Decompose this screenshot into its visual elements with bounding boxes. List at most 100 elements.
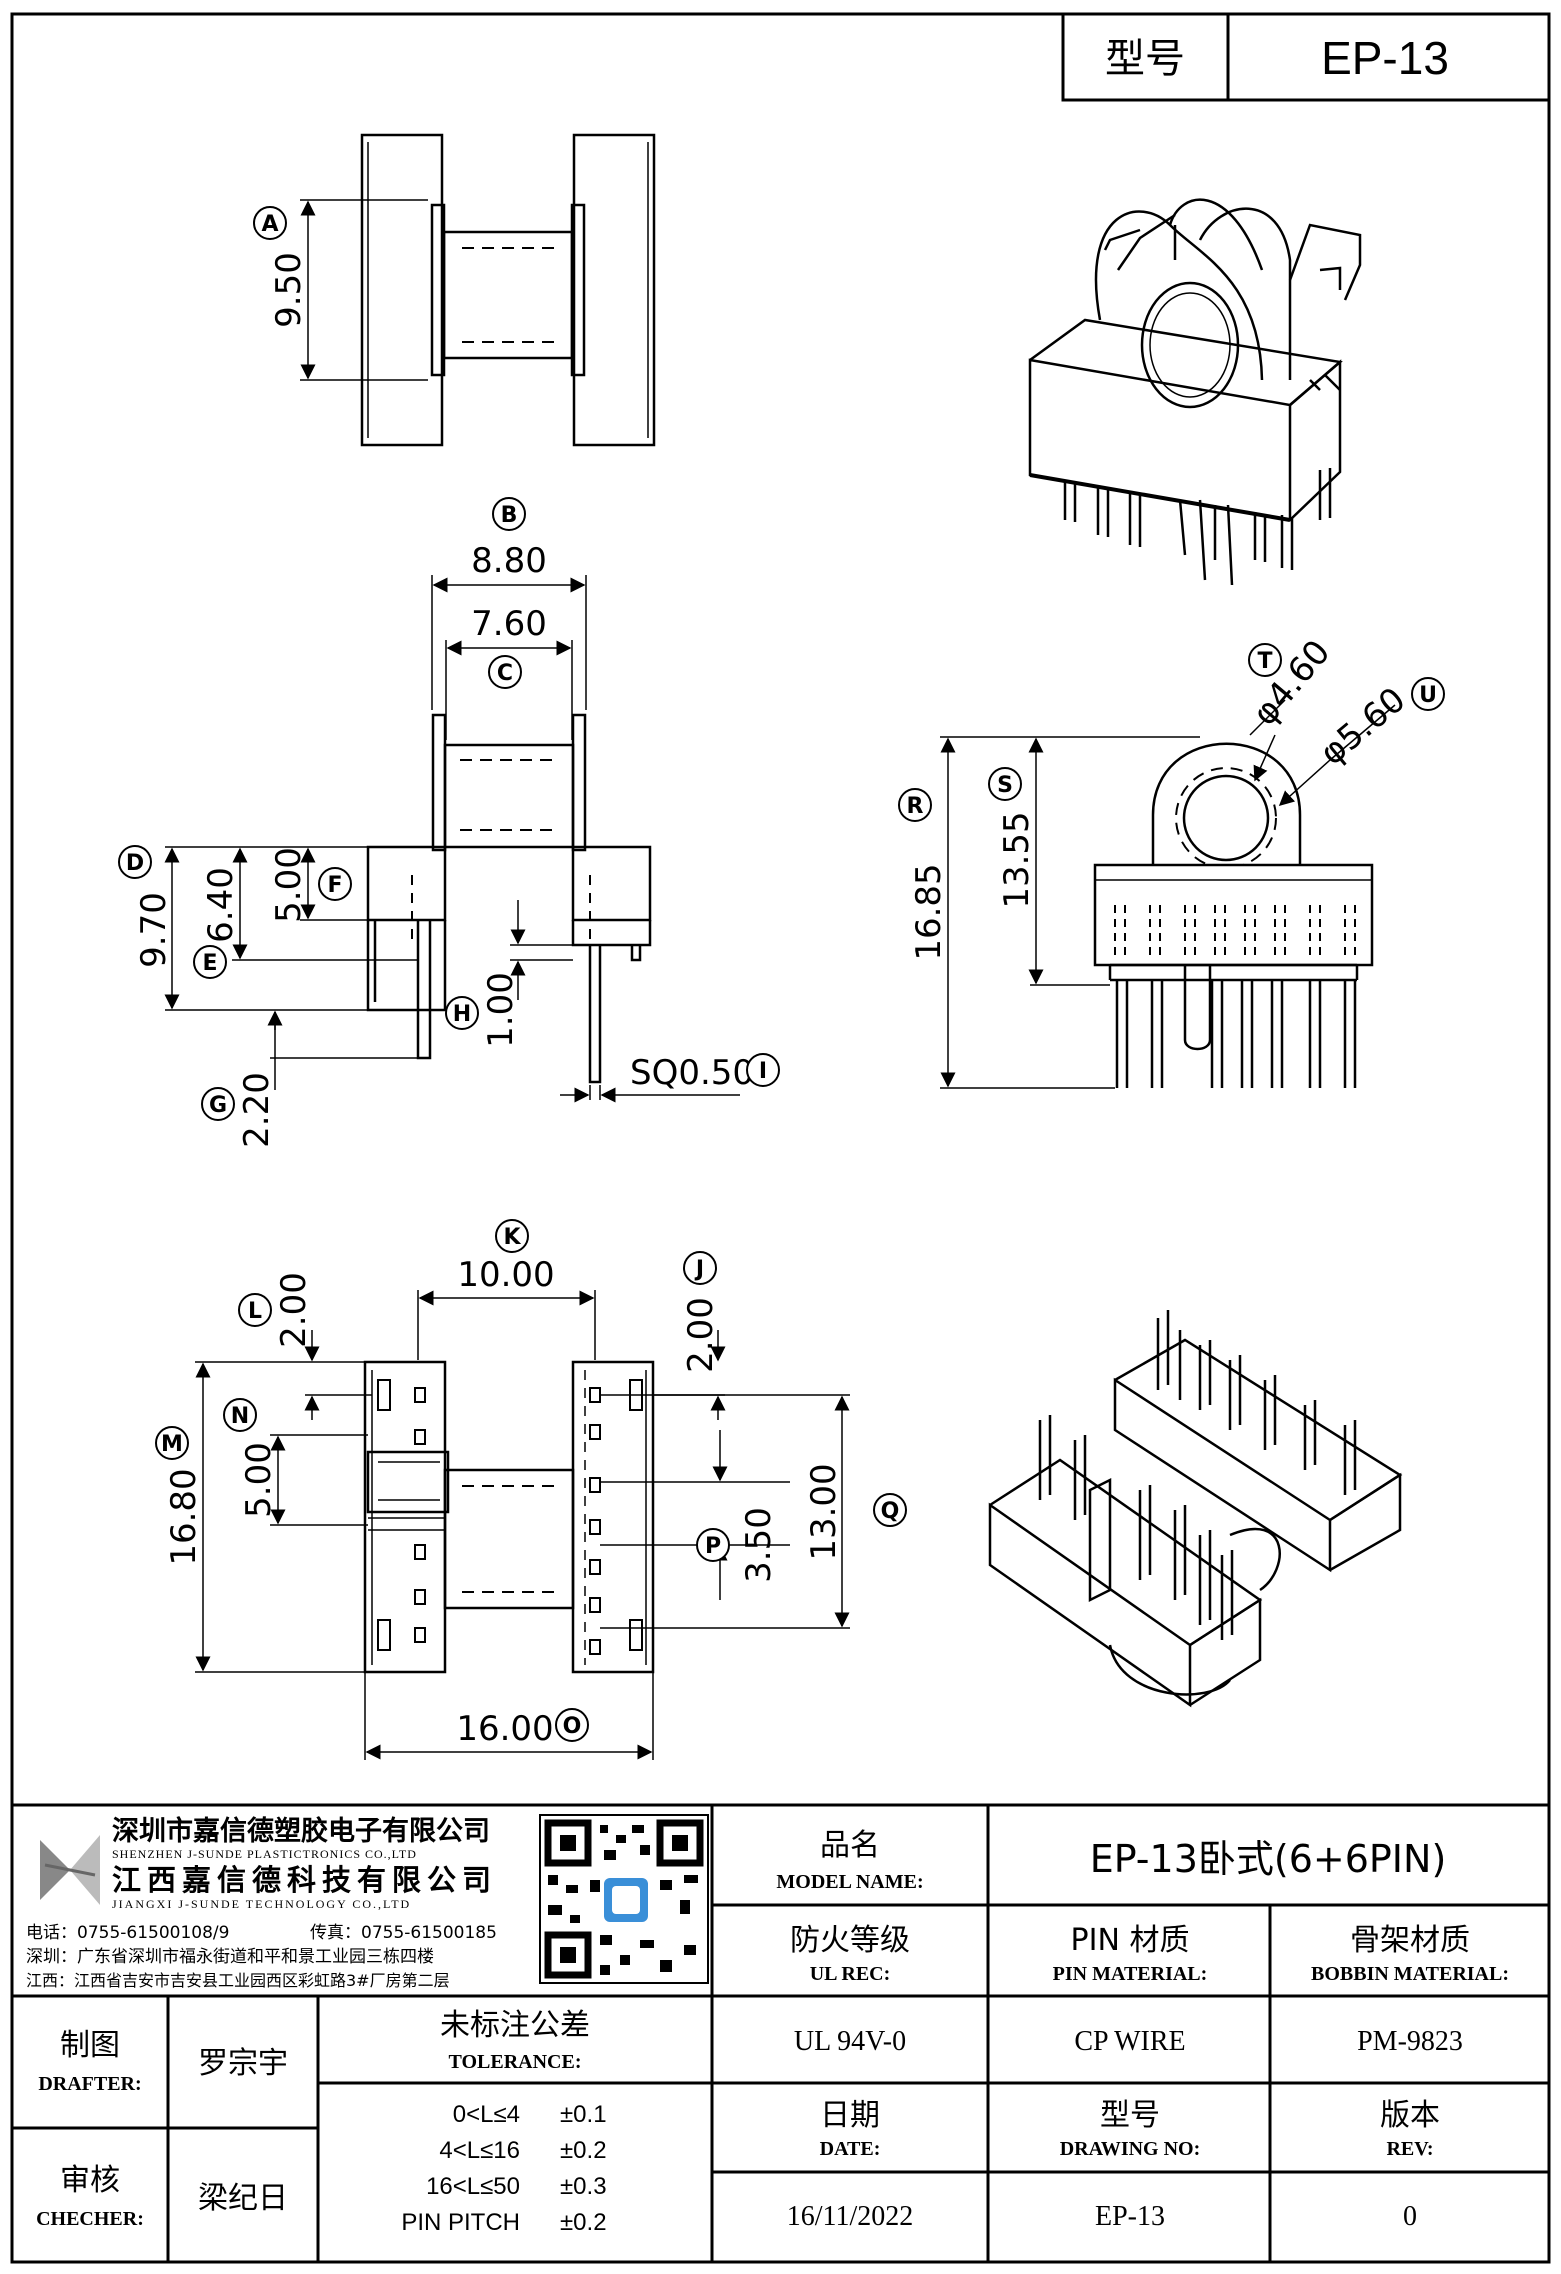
rev-label-cn: 版本 xyxy=(1380,2098,1440,2133)
svg-text:U: U xyxy=(1419,683,1437,708)
tolerance-range: 16<L≤50 xyxy=(426,2173,520,2200)
svg-text:C: C xyxy=(497,661,513,686)
callout-j: J xyxy=(683,1251,717,1285)
svg-text:B: B xyxy=(501,503,518,528)
company-phone: 电话：0755-61500108/9 xyxy=(26,1923,229,1943)
drawing-label-cn: 型号 xyxy=(1100,2098,1160,2133)
dim-a-value: 9.50 xyxy=(269,252,309,328)
date-label-cn: 日期 xyxy=(820,2098,880,2133)
title-block-grid xyxy=(12,1803,1549,2262)
svg-text:N: N xyxy=(231,1404,249,1429)
tolerance-range: PIN PITCH xyxy=(401,2209,520,2236)
dim-s-value: 13.55 xyxy=(997,811,1037,908)
svg-text:P: P xyxy=(705,1534,721,1559)
isometric-view-bottom xyxy=(988,1310,1403,1708)
tolerance-value: ±0.1 xyxy=(560,2101,607,2128)
header-model-label: 型号 xyxy=(1105,37,1185,81)
ul-label-en: UL REC: xyxy=(810,1963,891,1985)
checker-label-cn: 审核 xyxy=(60,2163,120,2198)
ul-value: UL 94V-0 xyxy=(794,2026,906,2057)
header-model-value: EP-13 xyxy=(1321,32,1449,84)
callout-s: S xyxy=(988,767,1022,801)
company-logo xyxy=(40,1835,100,1905)
dim-e-value: 6.40 xyxy=(201,867,241,943)
tolerance-value: ±0.2 xyxy=(560,2209,607,2236)
qr-code xyxy=(539,1814,709,1984)
tolerance-range: 4<L≤16 xyxy=(439,2137,520,2164)
dim-o-value: 16.00 xyxy=(456,1709,553,1749)
svg-text:E: E xyxy=(202,951,217,976)
svg-text:T: T xyxy=(1257,649,1272,674)
rev-value: 0 xyxy=(1403,2201,1417,2232)
callout-f: F xyxy=(318,867,352,901)
dim-b-value: 8.80 xyxy=(471,541,547,581)
model-name-label-en: MODEL NAME: xyxy=(776,1871,923,1893)
isometric-view-top xyxy=(1028,198,1362,586)
svg-text:J: J xyxy=(694,1257,704,1282)
tolerance-value: ±0.2 xyxy=(560,2137,607,2164)
drafter-label-en: DRAFTER: xyxy=(38,2073,141,2095)
company-address-sz: 深圳：广东省深圳市福永街道和平和景工业园三栋四楼 xyxy=(26,1947,434,1967)
ul-label-cn: 防火等级 xyxy=(790,1923,910,1958)
tolerance-label-cn: 未标注公差 xyxy=(440,2008,590,2043)
dim-i-value: SQ0.50 xyxy=(630,1053,754,1093)
dim-f-value: 5.00 xyxy=(269,847,309,923)
company-name-sz-en: SHENZHEN J-SUNDE PLASTICTRONICS CO.,LTD xyxy=(112,1847,417,1861)
company-name-sz: 深圳市嘉信德塑胶电子有限公司 xyxy=(112,1815,490,1847)
callout-o: O xyxy=(555,1708,589,1742)
callout-i: I xyxy=(746,1053,780,1087)
dim-d-value: 9.70 xyxy=(134,892,174,968)
drafter-value: 罗宗宇 xyxy=(198,2046,288,2081)
company-name-jx-en: JIANGXI J-SUNDE TECHNOLOGY CO.,LTD xyxy=(112,1897,411,1911)
model-name-label-cn: 品名 xyxy=(820,1828,880,1863)
tolerance-value: ±0.3 xyxy=(560,2173,607,2200)
svg-text:S: S xyxy=(997,773,1013,798)
pin-label-en: PIN MATERIAL: xyxy=(1053,1963,1208,1985)
dim-h-value: 1.00 xyxy=(481,972,521,1048)
svg-text:G: G xyxy=(209,1093,227,1118)
dim-m-value: 16.80 xyxy=(164,1468,204,1565)
callout-m: M xyxy=(155,1426,189,1460)
svg-text:K: K xyxy=(503,1225,521,1250)
drafter-label-cn: 制图 xyxy=(60,2028,120,2063)
dim-q-value: 13.00 xyxy=(804,1463,844,1560)
dim-n-value: 5.00 xyxy=(239,1442,279,1518)
model-name-value: EP-13卧式(6+6PIN) xyxy=(1090,1837,1447,1881)
svg-text:H: H xyxy=(453,1002,471,1027)
svg-text:L: L xyxy=(248,1299,262,1324)
bobbin-label-en: BOBBIN MATERIAL: xyxy=(1311,1963,1509,1985)
sheet-border xyxy=(10,12,1551,2264)
dim-k-value: 10.00 xyxy=(457,1255,554,1295)
dim-r-value: 16.85 xyxy=(909,863,949,960)
dim-p-value: 3.50 xyxy=(739,1507,779,1583)
dim-j-value: 2.00 xyxy=(681,1297,721,1373)
drawing-label-en: DRAWING NO: xyxy=(1060,2138,1201,2160)
dim-u-value: φ5.60 xyxy=(1312,680,1413,774)
dim-c-value: 7.60 xyxy=(471,604,547,644)
svg-text:A: A xyxy=(261,212,278,237)
callout-e: E xyxy=(193,945,227,979)
callout-g: G xyxy=(201,1087,235,1121)
company-fax: 传真：0755-61500185 xyxy=(310,1923,497,1943)
svg-text:Q: Q xyxy=(881,1499,900,1524)
pin-value: CP WIRE xyxy=(1074,2026,1185,2057)
svg-text:R: R xyxy=(907,794,924,819)
date-label-en: DATE: xyxy=(820,2138,881,2160)
company-address-jx: 江西：江西省吉安市吉安县工业园西区彩虹路3#厂房第二层 xyxy=(26,1971,450,1990)
svg-text:O: O xyxy=(563,1714,582,1739)
company-name-jx: 江西嘉信德科技有限公司 xyxy=(112,1863,497,1897)
tolerance-label-en: TOLERANCE: xyxy=(449,2051,582,2073)
callout-p: P xyxy=(696,1528,730,1562)
callout-c: C xyxy=(488,655,522,689)
bottom-view xyxy=(195,1290,850,1760)
checker-value: 梁纪日 xyxy=(198,2181,288,2216)
callout-u: U xyxy=(1411,677,1445,711)
callout-t: T xyxy=(1248,643,1282,677)
drawing-value: EP-13 xyxy=(1095,2201,1165,2232)
callout-n: N xyxy=(223,1398,257,1432)
date-value: 16/11/2022 xyxy=(787,2201,914,2232)
svg-text:M: M xyxy=(161,1432,183,1457)
tolerance-range: 0<L≤4 xyxy=(453,2101,520,2128)
svg-text:D: D xyxy=(126,851,144,876)
dim-l-value: 2.00 xyxy=(274,1272,314,1348)
